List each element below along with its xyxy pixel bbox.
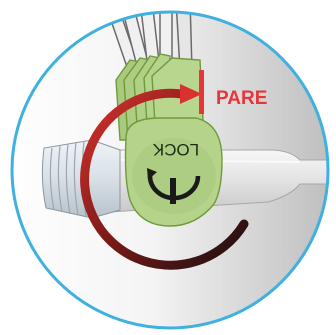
lock-symbol-icon: [147, 168, 201, 204]
lock-label: LOCK: [152, 140, 199, 159]
stop-label: PARE: [216, 88, 267, 109]
lock-clip: [115, 53, 223, 227]
stop-marker-icon: [199, 70, 204, 114]
rotation-arrow-icon: [80, 84, 249, 270]
view-circle: [10, 10, 330, 330]
